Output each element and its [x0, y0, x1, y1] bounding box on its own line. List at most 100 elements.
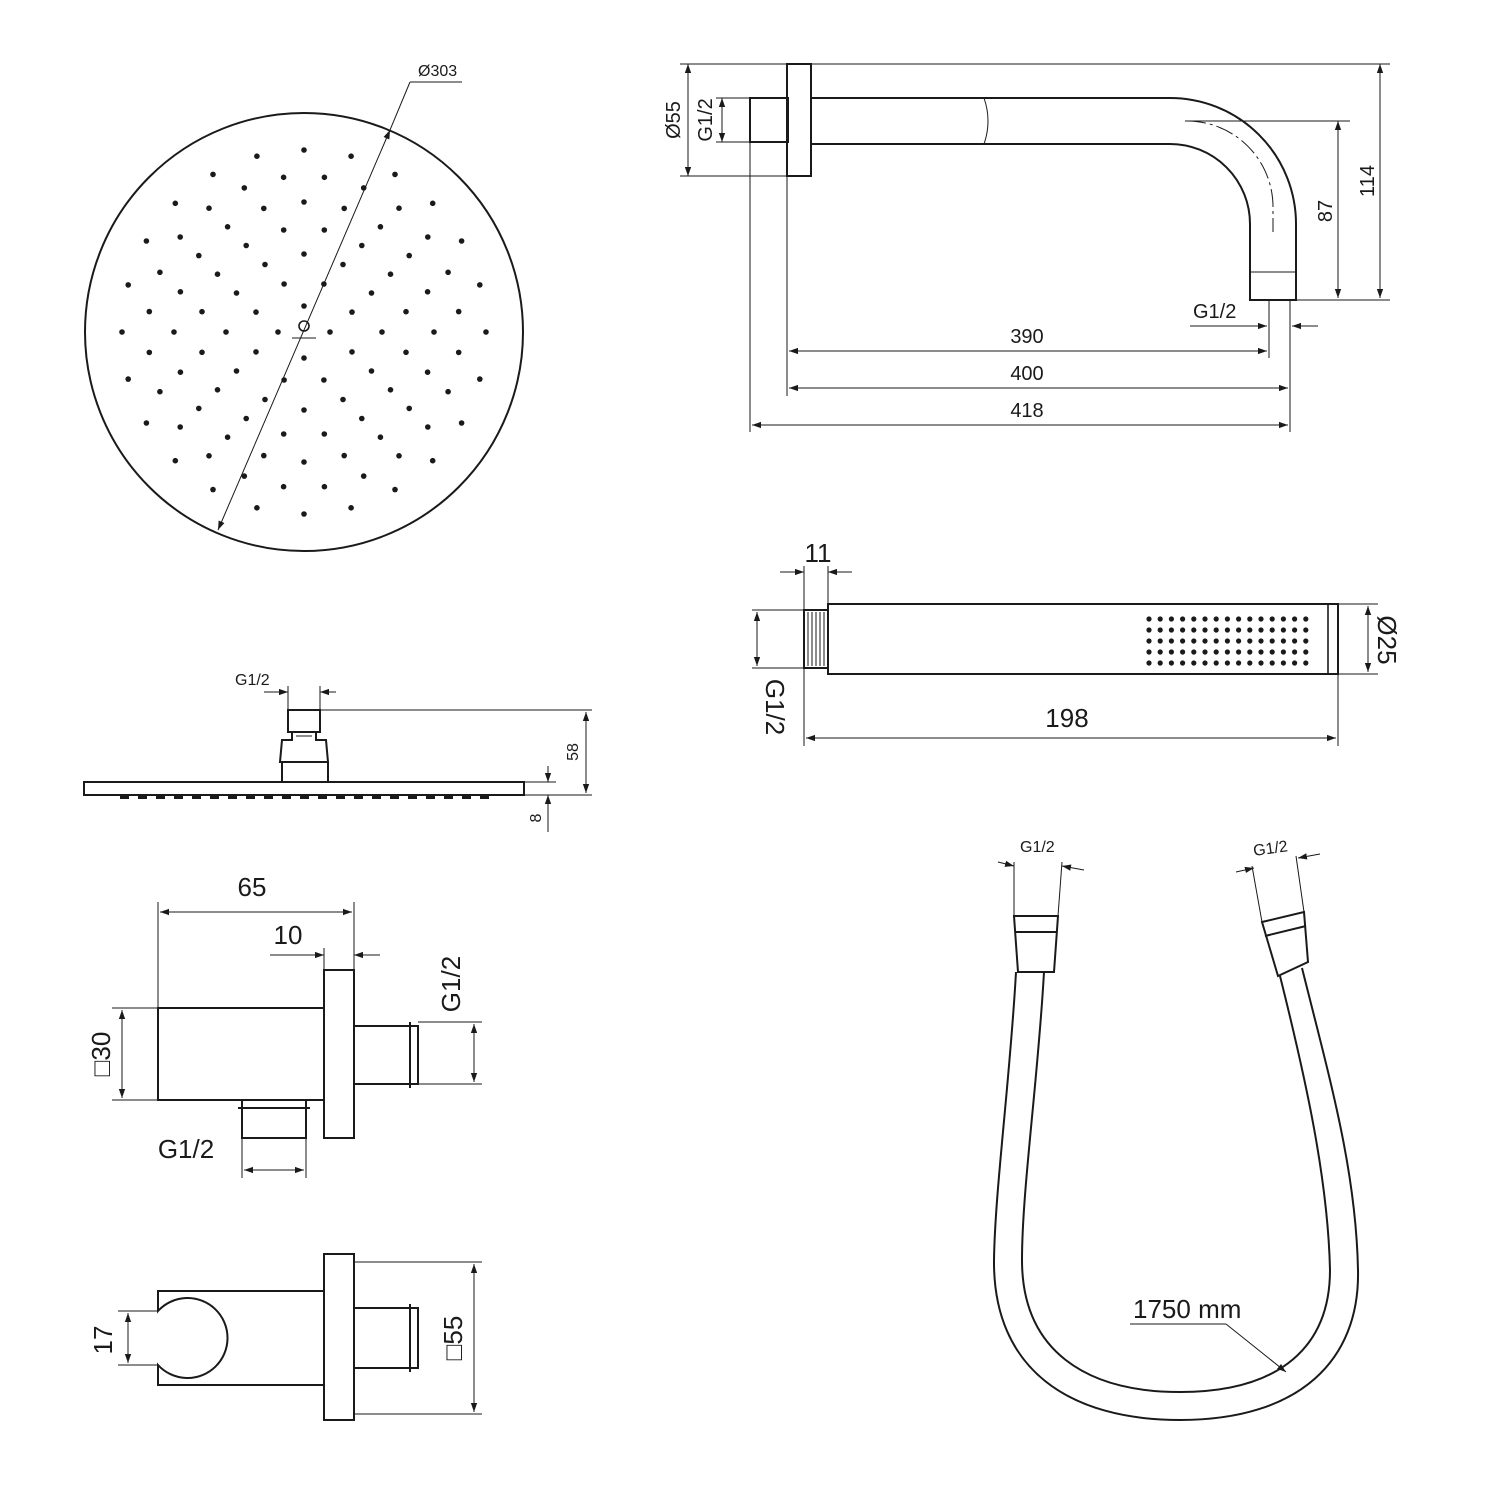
hand-shower-nozzle-dot [1236, 649, 1242, 655]
nozzle-dot [253, 349, 259, 355]
nozzle-dot [341, 205, 348, 212]
nozzle-dot [224, 224, 231, 230]
nozzle-dot [341, 452, 348, 459]
side-view-connector-top [287, 709, 321, 733]
nozzle-dot [143, 238, 150, 244]
nozzle-dot [223, 329, 229, 335]
nozzle-dot [321, 483, 328, 490]
hand-shower-nozzle-dot [1224, 660, 1230, 666]
hand-shower-nozzle-dot [1280, 649, 1286, 655]
hand-shower-nozzle-dot [1168, 627, 1174, 633]
hand-shower-nozzle-dot [1202, 649, 1208, 655]
nozzle-dot [359, 242, 365, 249]
nozzle-dot [280, 483, 287, 490]
nozzle-dot [119, 329, 125, 335]
hand-shower-nozzle-dot [1236, 660, 1242, 666]
nozzle-dot [379, 329, 385, 335]
nozzle-dot [210, 486, 216, 493]
side-view-height-58-label: 58 [565, 743, 582, 761]
side-nozzle-nub [300, 795, 309, 799]
hand-shower-nozzle-dot [1202, 660, 1208, 666]
hand-shower-nozzle-dot [1247, 638, 1253, 644]
diameter-dimension-line [217, 129, 391, 531]
hand-shower-nozzle-dot [1224, 638, 1230, 644]
nozzle-dot [396, 453, 402, 459]
nozzle-dot [262, 396, 268, 403]
hand-shower-nozzle-dot [1292, 660, 1298, 666]
side-nozzle-nub [192, 795, 201, 799]
hand-shower-nozzle-dot [1292, 638, 1298, 644]
nozzle-dot [368, 368, 375, 374]
nozzle-dot [206, 205, 212, 211]
shower-head-side-view: G1/2 58 8 [83, 672, 592, 832]
hand-shower-nozzle-dot [1269, 649, 1275, 655]
wall-outlet-thread-side-label: G1/2 [436, 956, 466, 1012]
hand-shower-nozzle-dot [1303, 627, 1309, 633]
nozzle-dot [403, 308, 409, 315]
hand-shower-nozzle-dot [1157, 660, 1163, 666]
nozzle-dot [387, 387, 394, 393]
nozzle-dot [157, 388, 163, 395]
nozzle-dot [206, 453, 212, 459]
side-nozzle-nub [318, 795, 327, 799]
nozzle-dot [253, 309, 259, 315]
hose-inner [1020, 971, 1332, 1394]
wall-holder-flange [323, 1253, 355, 1421]
nozzle-dot [377, 224, 384, 230]
nozzle-dot [301, 355, 307, 361]
hand-shower-nozzle-dot [1280, 627, 1286, 633]
hand-shower-nozzle-dot [1213, 627, 1219, 633]
hand-shower-body [827, 603, 1339, 675]
hand-shower-nozzle-dot [1236, 627, 1242, 633]
nozzle-dot [359, 415, 365, 422]
side-view-plate [83, 781, 525, 796]
wall-outlet-square-label: □30 [86, 1032, 116, 1077]
nozzle-dot [377, 434, 384, 441]
nozzle-dot [214, 387, 221, 393]
nozzle-dot [445, 269, 451, 276]
hand-shower-nozzle-dot [1146, 638, 1152, 644]
hand-shower-nozzle-dot [1247, 616, 1253, 622]
arm-flange-diameter-label: Ø55 [663, 101, 685, 139]
nozzle-dot [301, 199, 307, 205]
nozzle-dot [321, 431, 328, 437]
nozzle-dot [262, 261, 268, 268]
hand-shower-nozzles [1146, 616, 1309, 666]
nozzle-dot [403, 349, 409, 356]
hand-shower-nozzle-dot [1157, 616, 1163, 622]
nozzle-dot [281, 281, 287, 287]
hand-shower-nozzle-dot [1269, 627, 1275, 633]
hand-shower-nozzle-dot [1258, 649, 1264, 655]
nozzle-dot [396, 205, 402, 211]
nozzle-dot [340, 396, 346, 403]
nozzle-dot [431, 329, 437, 335]
nozzle-dot [146, 308, 153, 315]
nozzle-dot [241, 185, 248, 191]
arm-outlet-thread-label: G1/2 [1193, 301, 1236, 323]
hand-shower-nozzle-dot [1258, 638, 1264, 644]
nozzle-dot [392, 171, 398, 178]
hand-shower-nozzle-dot [1303, 649, 1309, 655]
side-nozzle-nub [354, 795, 363, 799]
nozzle-dot [340, 261, 346, 268]
side-nozzle-nub [444, 795, 453, 799]
nozzle-dot [199, 349, 205, 356]
hand-shower-nozzle-dot [1303, 660, 1309, 666]
hand-shower-nozzle-dot [1180, 660, 1186, 666]
hand-shower-nozzle-dot [1146, 649, 1152, 655]
nozzle-dot [424, 289, 431, 295]
hose-drawing: G1/2 G1/2 1750 mm [992, 838, 1360, 1422]
nozzle-dot [243, 415, 249, 422]
nozzle-dot [455, 308, 462, 315]
hand-shower-nozzle-dot [1202, 616, 1208, 622]
nozzle-dot [199, 308, 205, 315]
nozzle-dot [349, 349, 355, 355]
arm-length-390-label: 390 [1010, 326, 1043, 348]
nozzle-dot [406, 405, 413, 412]
nozzle-dot [254, 505, 260, 511]
hand-shower-nozzle-dot [1258, 660, 1264, 666]
hand-shower-nozzle-dot [1202, 627, 1208, 633]
hand-shower-nozzle-dot [1168, 649, 1174, 655]
hand-shower-nozzle-dot [1146, 660, 1152, 666]
wall-outlet-thread-bottom [241, 1099, 307, 1139]
